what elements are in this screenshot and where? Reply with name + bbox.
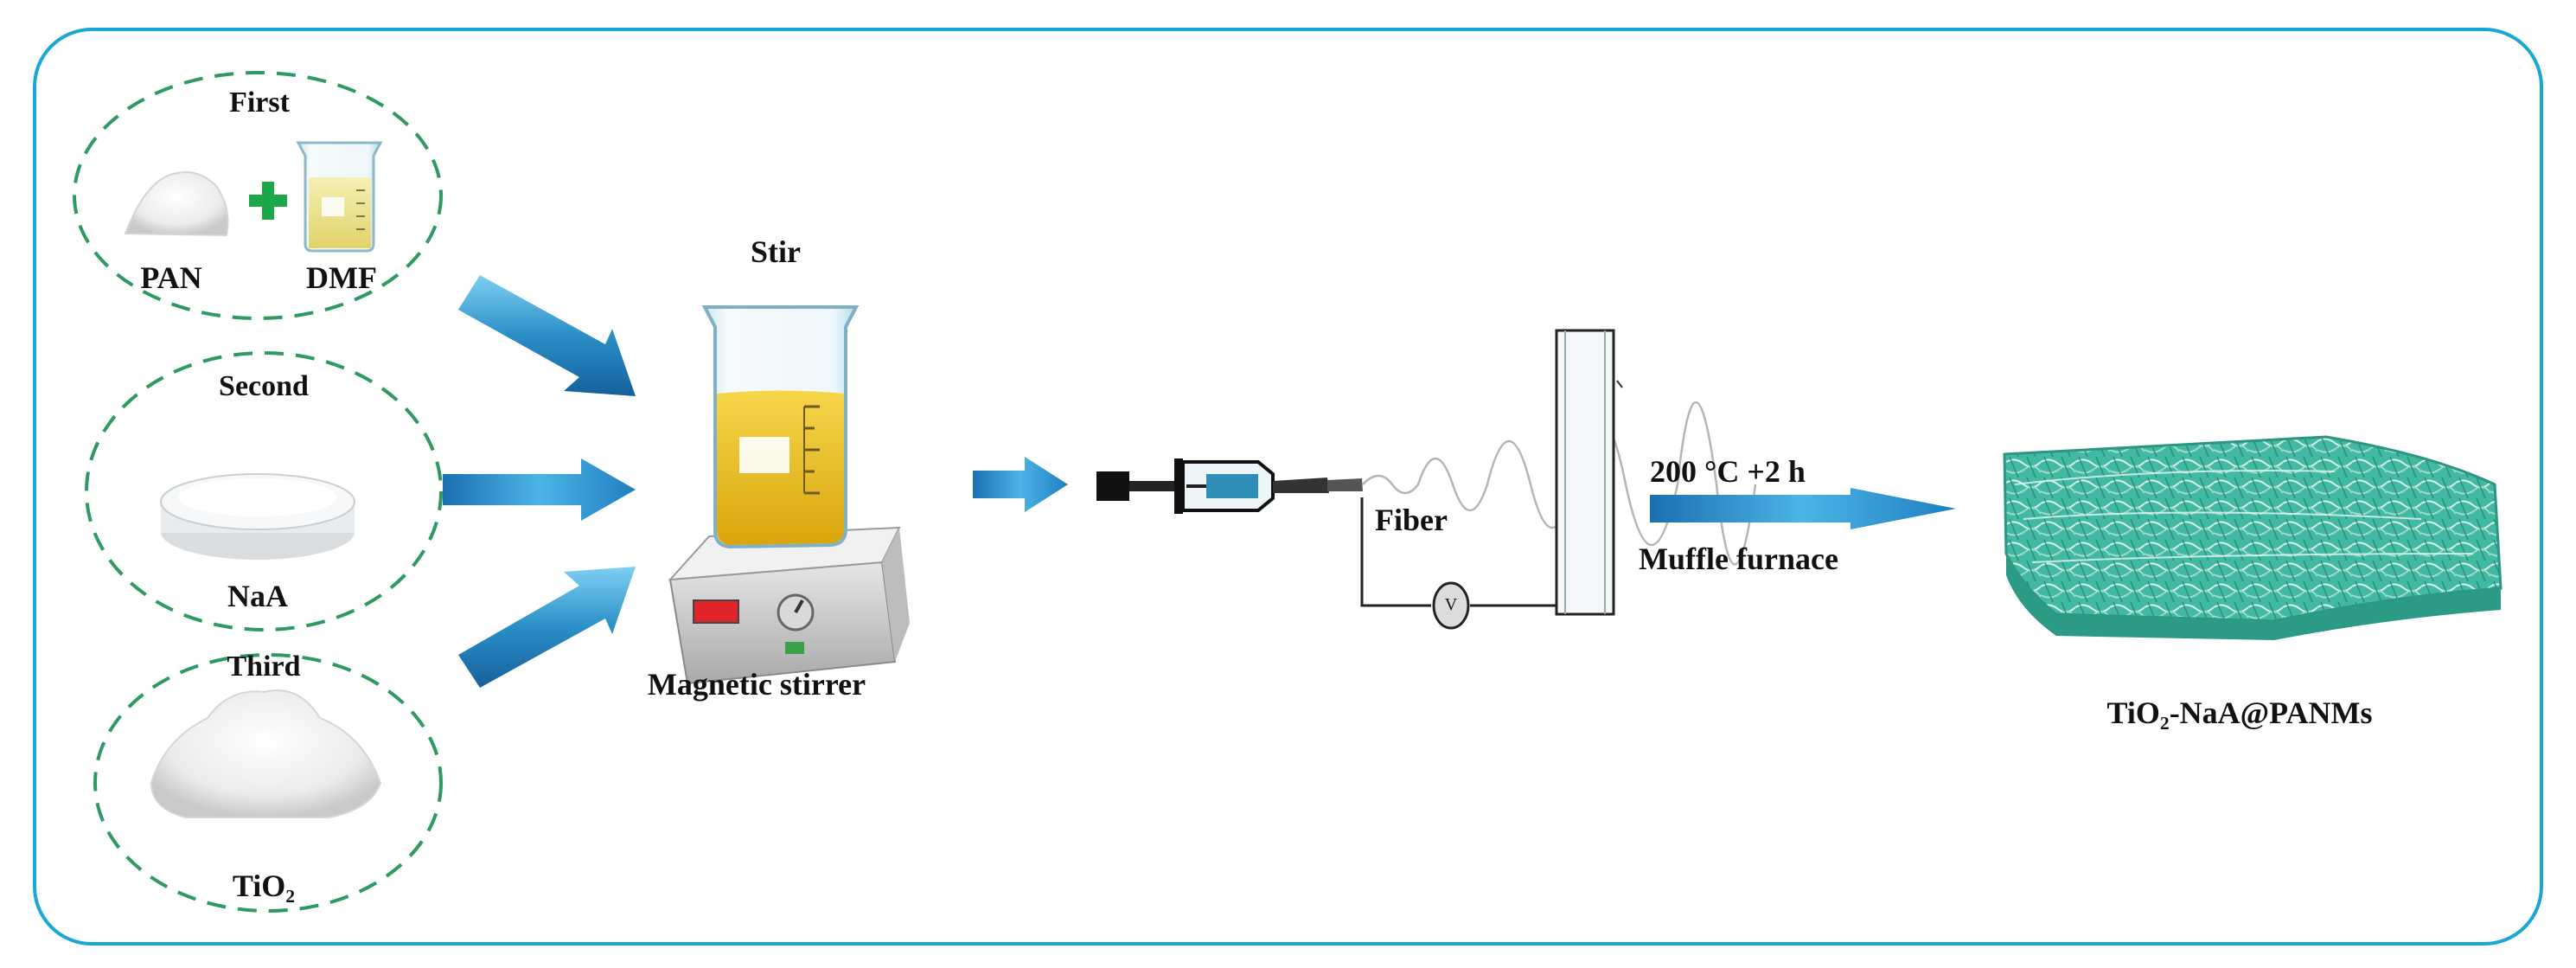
- voltmeter-symbol: V: [1444, 595, 1458, 614]
- powder-pile-icon: [150, 689, 382, 818]
- third-step-circle: [93, 653, 443, 913]
- plus-icon: [249, 182, 287, 220]
- product-label: TiO₂-NaA@PANMs: [2106, 696, 2373, 730]
- heat-condition-label: 200 °C +2 h: [1650, 454, 1806, 489]
- dmf-label: DMF: [306, 260, 377, 295]
- fiber-label: Fiber: [1375, 503, 1448, 537]
- syringe-icon: [1096, 458, 1363, 514]
- magnetic-stirrer-icon: [668, 526, 910, 685]
- flow-arrow-icon: [458, 567, 636, 688]
- tio2-label: TiO₂: [232, 869, 296, 903]
- stir-label: Stir: [751, 234, 801, 269]
- flow-arrow-icon: [973, 457, 1068, 512]
- petri-dish-icon: [160, 473, 355, 560]
- first-step-circle: [73, 71, 443, 320]
- nanofiber-membrane-icon: [2003, 435, 2502, 640]
- magnetic-stirrer-label: Magnetic stirrer: [647, 667, 866, 702]
- beaker-icon: [296, 141, 383, 253]
- third-step-title: Third: [227, 651, 301, 683]
- first-step-title: First: [229, 87, 290, 119]
- flow-arrow-icon: [443, 458, 636, 521]
- muffle-furnace-label: Muffle furnace: [1639, 542, 1838, 576]
- outer-frame: [33, 28, 2543, 946]
- second-step-title: Second: [219, 370, 309, 402]
- powder-pile-icon: [124, 171, 229, 237]
- flow-arrow-icon: [1650, 488, 1956, 529]
- voltmeter-icon: [1432, 581, 1470, 630]
- flow-arrow-icon: [458, 275, 636, 396]
- naa-label: NaA: [227, 579, 288, 613]
- circuit-wire: [1360, 497, 1556, 607]
- second-step-circle: [85, 351, 443, 631]
- collector-icon: [1555, 329, 1623, 616]
- pan-label: PAN: [140, 260, 202, 295]
- beaker-icon: [701, 305, 860, 549]
